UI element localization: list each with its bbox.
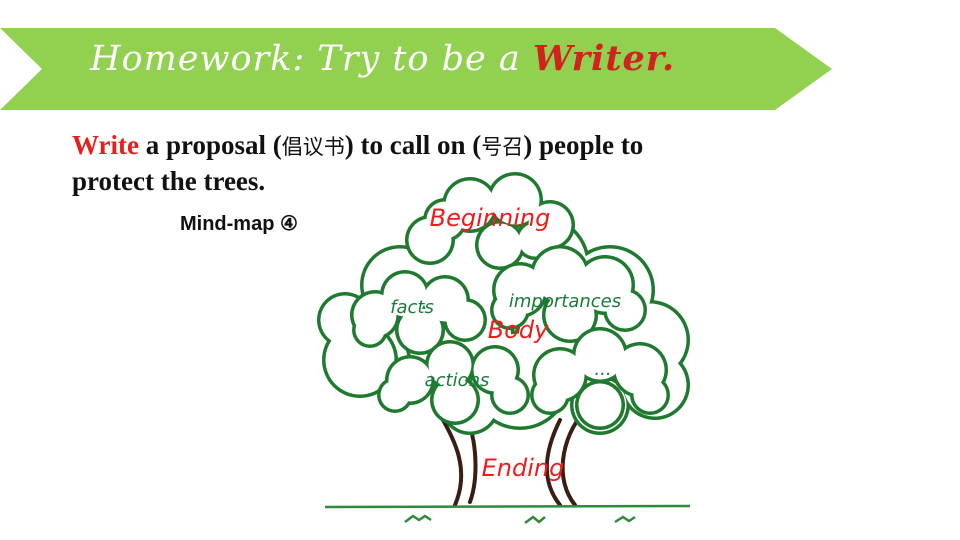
node-ending: Ending bbox=[482, 454, 565, 482]
canopy-clouds bbox=[317, 172, 690, 435]
cloud-fill bbox=[398, 308, 442, 352]
cloud-fill bbox=[355, 315, 385, 345]
cloud-fill bbox=[633, 378, 667, 412]
title-banner-shape bbox=[0, 28, 832, 110]
node-body: Body bbox=[488, 316, 549, 344]
cloud-1 bbox=[405, 172, 575, 270]
instruction-text: a proposal ( bbox=[138, 130, 282, 160]
cloud-fill bbox=[428, 343, 472, 387]
cloud-fill bbox=[490, 175, 540, 225]
node-more: ... bbox=[594, 359, 611, 380]
node-facts: facts bbox=[390, 297, 434, 318]
cloud-fill bbox=[426, 201, 464, 239]
cloud-fill bbox=[433, 378, 477, 422]
cloud-4 bbox=[377, 340, 530, 425]
cloud-fill bbox=[545, 290, 595, 340]
instruction-line-2: protect the trees. bbox=[72, 166, 266, 196]
title-highlight: Writer. bbox=[532, 38, 676, 79]
cloud-fill bbox=[533, 248, 587, 302]
node-beginning: Beginning bbox=[430, 204, 551, 232]
instruction-text: ) people to bbox=[523, 130, 644, 160]
chinese-gloss: 倡议书 bbox=[281, 135, 345, 159]
ground bbox=[324, 504, 691, 524]
cloud-fill bbox=[493, 293, 527, 327]
node-actions: actions bbox=[425, 370, 490, 391]
cloud-fill bbox=[380, 380, 410, 410]
cloud-fill bbox=[578, 383, 622, 427]
cloud-fill bbox=[383, 273, 427, 317]
cloud-fill bbox=[606, 291, 644, 329]
chinese-gloss: 号召 bbox=[481, 135, 524, 159]
instruction-highlight: Write bbox=[72, 130, 139, 160]
cloud-fill bbox=[575, 330, 625, 380]
cloud-fill bbox=[493, 378, 527, 412]
slide-title: Homework: Try to be a Writer. bbox=[90, 38, 675, 79]
instruction-line-1: Write a proposal (倡议书) to call on (号召) p… bbox=[72, 130, 643, 161]
cloud-3 bbox=[490, 245, 647, 343]
cloud-fill bbox=[446, 301, 484, 339]
cloud-fill bbox=[478, 223, 522, 267]
title-text: Homework: Try to be a bbox=[90, 39, 533, 79]
cloud-2 bbox=[350, 270, 487, 355]
node-importances: importances bbox=[509, 291, 621, 312]
cloud-fill bbox=[533, 378, 567, 412]
cloud-fill bbox=[518, 223, 552, 257]
cloud-5 bbox=[530, 327, 670, 430]
instruction-text: ) to call on ( bbox=[344, 130, 482, 160]
mindmap-label: Mind-map ④ bbox=[180, 213, 298, 235]
